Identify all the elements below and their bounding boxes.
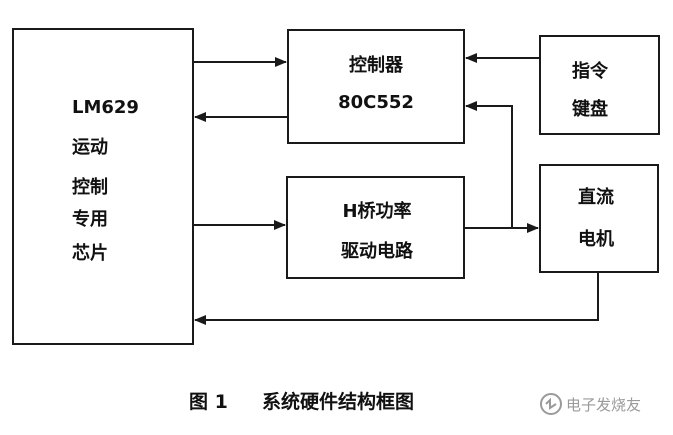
lm629-block: LM629 运动 控制 专用 芯片 [12, 28, 194, 345]
motor-label-1: 直流 [578, 186, 614, 208]
lm629-label-5: 芯片 [72, 242, 108, 264]
figure-caption: 系统硬件结构框图 [262, 390, 414, 413]
lm629-label-3: 控制 [72, 176, 108, 198]
driver-label-1: H桥功率 [342, 200, 411, 222]
lm629-label-1: LM629 [72, 97, 139, 118]
driver-block: H桥功率 驱动电路 [286, 176, 465, 279]
controller-label-2: 80C552 [338, 92, 414, 113]
controller-block: 控制器 80C552 [287, 29, 465, 144]
controller-label-1: 控制器 [349, 54, 404, 76]
driver-label-2: 驱动电路 [341, 240, 414, 262]
motor-label-2: 电机 [578, 228, 614, 250]
lm629-label-2: 运动 [72, 137, 108, 158]
keyboard-label-1: 指令 [572, 60, 609, 82]
feedback-motor-to-controller [465, 101, 513, 228]
figure-number: 图 1 [189, 391, 228, 413]
feedback-motor-to-lm629 [194, 272, 599, 325]
motor-block: 直流 电机 [539, 164, 659, 273]
watermark-logo-icon [540, 393, 562, 415]
keyboard-label-2: 键盘 [571, 98, 608, 120]
lm629-label-4: 专用 [72, 208, 108, 230]
watermark-text: 电子发烧友 [566, 396, 641, 414]
keyboard-block: 指令 键盘 [539, 35, 660, 135]
